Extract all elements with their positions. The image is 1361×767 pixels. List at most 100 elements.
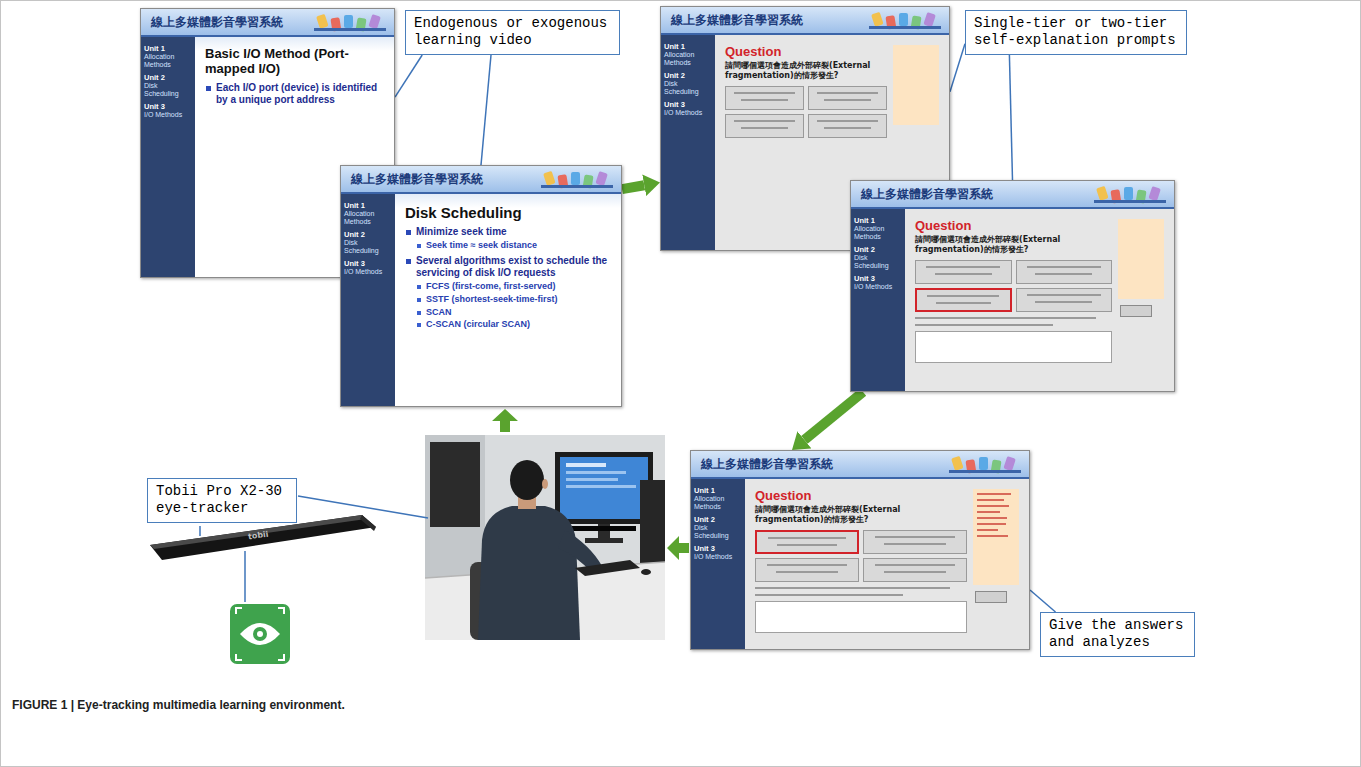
unit-label: Unit 2	[854, 245, 902, 254]
unit-label: Unit 1	[854, 216, 902, 225]
blurred-text-line	[977, 535, 1008, 537]
question-text: 請問哪個選項會造成外部碎裂(External fragmentation)的情形…	[725, 61, 887, 81]
blurred-text-line	[977, 511, 1000, 513]
question-heading: Question	[725, 45, 887, 59]
blurred-text-line	[926, 266, 1000, 268]
unit-sidebar: Unit 1Allocation MethodsUnit 2Disk Sched…	[661, 35, 715, 250]
blurred-text-line	[767, 564, 847, 566]
blurred-text-line	[977, 523, 1006, 525]
blurred-text-line	[817, 120, 877, 122]
blurred-text-line	[927, 295, 999, 297]
submit-button	[1120, 305, 1152, 317]
option-grid	[725, 86, 887, 138]
blurred-text-line	[1035, 273, 1092, 275]
screen-shot: 線上多媒體影音學習系統 Unit 1Allocation MethodsUnit …	[690, 450, 1030, 650]
unit-sidebar: Unit 1Allocation MethodsUnit 2Disk Sched…	[851, 209, 905, 391]
blurred-text-line	[1027, 294, 1101, 296]
unit-name: Allocation Methods	[344, 210, 392, 226]
question-heading: Question	[755, 489, 967, 503]
blurred-text-line	[915, 324, 1053, 326]
blurred-text-line	[1027, 266, 1101, 268]
submit-button	[975, 591, 1007, 603]
screen-content: Question請問哪個選項會造成外部碎裂(External fragmenta…	[905, 209, 1174, 391]
blurred-text-line	[817, 92, 877, 94]
callout-leader	[395, 55, 422, 97]
blurred-text-line	[977, 505, 1009, 507]
option-button	[915, 260, 1012, 284]
blurred-text-line	[734, 120, 794, 122]
option-button	[1016, 260, 1113, 284]
blurred-text-line	[935, 273, 992, 275]
screen-header-bar: 線上多媒體影音學習系統	[341, 166, 621, 194]
option-button	[808, 86, 887, 110]
option-button	[755, 530, 859, 554]
system-title: 線上多媒體影音學習系統	[151, 14, 283, 31]
unit-label: Unit 1	[664, 42, 712, 51]
sub-text: Seek time ≈ seek distance	[405, 240, 611, 251]
header-art	[947, 453, 1025, 475]
unit-label: Unit 3	[854, 274, 902, 283]
screen-body: Unit 1Allocation MethodsUnit 2Disk Sched…	[851, 209, 1174, 391]
blurred-text-line	[824, 99, 870, 101]
option-button	[863, 530, 967, 554]
callout-text: Single-tier or two-tier self-explanation…	[974, 15, 1178, 49]
callout-leader	[950, 44, 965, 92]
option-button	[1016, 288, 1113, 312]
system-title: 線上多媒體影音學習系統	[701, 456, 833, 473]
blurred-text-line	[977, 517, 1007, 519]
header-art	[867, 9, 945, 31]
unit-name: I/O Methods	[344, 268, 392, 276]
option-button	[725, 114, 804, 138]
callout-box: Single-tier or two-tier self-explanation…	[965, 10, 1187, 55]
blurred-text-line	[741, 127, 787, 129]
slide-title-text: Basic I/O Method (Port-mapped I/O)	[205, 47, 384, 77]
unit-name: I/O Methods	[694, 553, 742, 561]
option-grid	[755, 530, 967, 582]
blurred-text-line	[875, 564, 955, 566]
figure-caption: FIGURE 1 | Eye-tracking multimedia learn…	[12, 698, 345, 712]
blurred-text-line	[977, 529, 998, 531]
bullet-text: Each I/O port (device) is identified by …	[205, 82, 384, 106]
unit-name: I/O Methods	[144, 111, 192, 119]
answer-textbox	[755, 601, 967, 633]
blurred-text-line	[776, 571, 837, 573]
option-grid	[915, 260, 1112, 312]
blurred-text-line	[755, 587, 950, 589]
blurred-text-line	[777, 544, 837, 546]
screen-header-bar: 線上多媒體影音學習系統	[851, 181, 1174, 209]
unit-name: Allocation Methods	[144, 53, 192, 69]
feedback-panel	[1118, 219, 1164, 299]
unit-label: Unit 3	[144, 102, 192, 111]
blurred-text-line	[768, 537, 846, 539]
screen-shot: 線上多媒體影音學習系統Unit 1Allocation MethodsUnit …	[340, 165, 622, 407]
blurred-text-line	[824, 127, 870, 129]
feedback-panel	[893, 45, 939, 125]
option-button	[808, 114, 887, 138]
blurred-text-line	[741, 99, 787, 101]
eye-icon	[230, 604, 290, 664]
callout-leader	[1030, 590, 1056, 612]
unit-sidebar: Unit 1Allocation MethodsUnit 2Disk Sched…	[691, 479, 745, 649]
screen-content: Question請問哪個選項會造成外部碎裂(External fragmenta…	[745, 479, 1029, 649]
unit-label: Unit 2	[144, 73, 192, 82]
unit-label: Unit 3	[694, 544, 742, 553]
feedback-panel	[973, 489, 1019, 585]
screen-header-bar: 線上多媒體影音學習系統	[661, 7, 949, 35]
slide-title-text: Disk Scheduling	[405, 204, 611, 221]
callout-text: Give the answers and analyzes	[1049, 617, 1186, 651]
callout-leader	[1009, 55, 1012, 180]
option-button	[863, 558, 967, 582]
system-title: 線上多媒體影音學習系統	[351, 171, 483, 188]
unit-name: I/O Methods	[664, 109, 712, 117]
blurred-text-line	[734, 92, 794, 94]
sub-text: SSTF (shortest-seek-time-first)	[405, 294, 611, 305]
unit-label: Unit 1	[144, 44, 192, 53]
unit-label: Unit 2	[344, 230, 392, 239]
flow-arrows	[492, 409, 689, 560]
callout-box: Endogenous or exogenous learning video	[405, 10, 620, 55]
blurred-text-line	[1035, 301, 1092, 303]
bullet-text: Minimize seek time	[405, 226, 611, 238]
